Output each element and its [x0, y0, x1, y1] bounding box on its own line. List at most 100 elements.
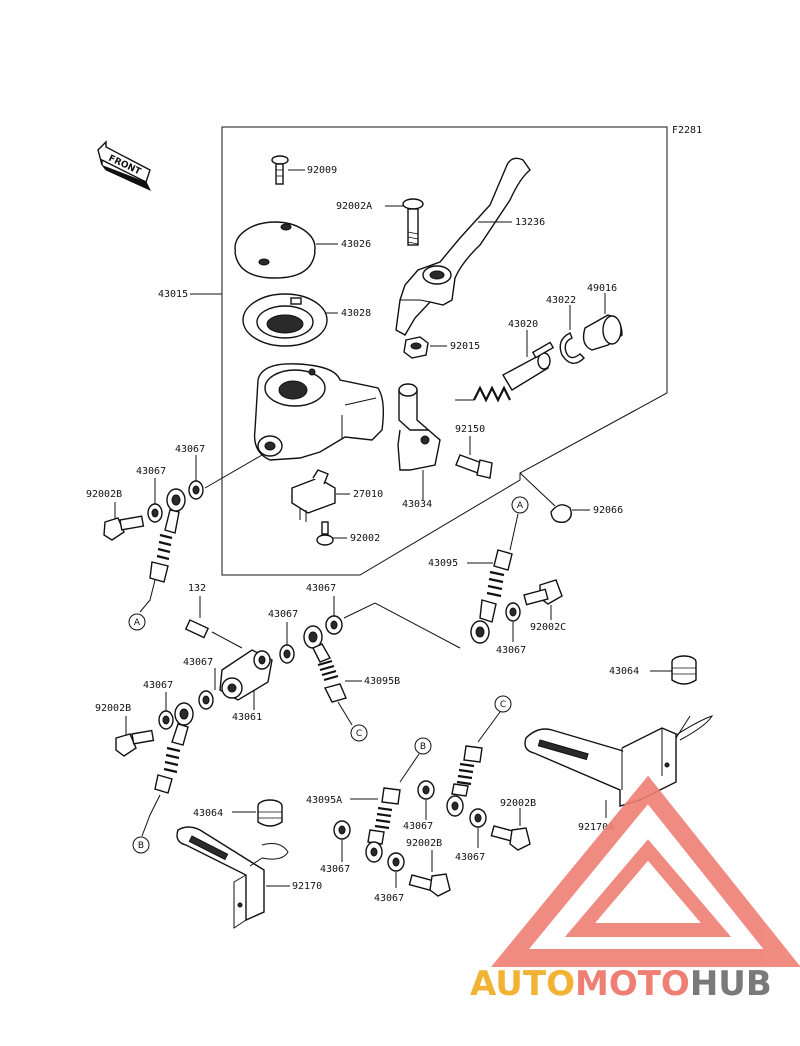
- screw-92009: [271, 155, 305, 185]
- grommet-43064-a: [671, 655, 697, 685]
- svg-text:C: C: [500, 700, 506, 710]
- washer-43067-b: [147, 503, 163, 523]
- brake-hose-43095B: [303, 625, 362, 726]
- label-92002B-c: 92002B: [406, 838, 442, 849]
- washer-43067-e: [279, 644, 295, 664]
- label-43034: 43034: [402, 499, 432, 510]
- callout-b-left: B: [132, 836, 150, 854]
- label-43067-k: 43067: [455, 852, 485, 863]
- washer-43067-i: [333, 820, 351, 840]
- label-49016: 49016: [587, 283, 617, 294]
- label-92002C: 92002C: [530, 622, 566, 633]
- banjo-bolt-92002B-d: [490, 825, 531, 851]
- brake-hose-43095A: [365, 753, 420, 863]
- label-92002: 92002: [350, 533, 380, 544]
- banjo-bolt-92002B-c: [408, 873, 451, 897]
- washer-43067-c: [325, 615, 343, 635]
- svg-text:B: B: [138, 841, 144, 851]
- label-43067-i: 43067: [320, 864, 350, 875]
- label-43026: 43026: [341, 239, 371, 250]
- circlip-43022: [559, 305, 585, 364]
- washer-43067-g: [158, 710, 174, 730]
- label-43064-b: 43064: [193, 808, 223, 819]
- label-92009: 92009: [307, 165, 337, 176]
- cap-92066: [519, 472, 590, 523]
- label-43020: 43020: [508, 319, 538, 330]
- label-43067-e: 43067: [268, 609, 298, 620]
- watermark-text: AUTOMOTOHUB: [470, 964, 772, 1004]
- label-43067-f: 43067: [183, 657, 213, 668]
- callout-a-left: A: [128, 613, 146, 631]
- callout-c-left: C: [350, 724, 368, 742]
- watermark-logo: [490, 775, 800, 967]
- label-43095A: 43095A: [306, 795, 342, 806]
- banjo-bolt-92002C: [523, 579, 563, 606]
- label-92002B-b: 92002B: [95, 703, 131, 714]
- label-92150: 92150: [455, 424, 485, 435]
- banjo-bolt-92002B-a: [103, 515, 145, 541]
- label-43015: 43015: [158, 289, 188, 300]
- label-92002B-d: 92002B: [500, 798, 536, 809]
- label-132: 132: [188, 583, 206, 594]
- svg-text:B: B: [420, 742, 426, 752]
- washer-43067-a: [188, 480, 204, 500]
- nut-92015: [403, 336, 447, 359]
- svg-text:A: A: [134, 618, 141, 628]
- label-92015: 92015: [450, 341, 480, 352]
- washer-43067-h: [417, 780, 435, 800]
- label-43067-b: 43067: [136, 466, 166, 477]
- washer-43067-k: [469, 808, 487, 828]
- label-92170: 92170: [292, 881, 322, 892]
- label-92170A: 92170A: [578, 822, 614, 833]
- label-43095: 43095: [428, 558, 458, 569]
- label-43067-h: 43067: [403, 821, 433, 832]
- holder-clamp-43034: [397, 383, 441, 500]
- grommet-43064-b: [257, 799, 283, 827]
- brake-lever-13236: [395, 157, 531, 336]
- assembly-43015-outline: [221, 126, 668, 576]
- label-43022: 43022: [546, 295, 576, 306]
- bracket-92170: [176, 826, 290, 929]
- label-43067-c: 43067: [306, 583, 336, 594]
- piston-kit-43020: [455, 330, 555, 403]
- label-92066: 92066: [593, 505, 623, 516]
- svg-text:C: C: [356, 729, 362, 739]
- brake-hose-43095-upper-end: [139, 488, 186, 613]
- label-27010: 27010: [353, 489, 383, 500]
- label-43028: 43028: [341, 308, 371, 319]
- washer-43067-j: [387, 852, 405, 872]
- callout-a-right: A: [511, 496, 529, 514]
- three-way-joint-43061: [219, 649, 273, 710]
- label-43067-d: 43067: [496, 645, 526, 656]
- washer-43067-d: [505, 602, 521, 622]
- label-43095B: 43095B: [364, 676, 400, 687]
- banjo-bolt-92002B-b: [115, 729, 155, 757]
- label-43067-j: 43067: [374, 893, 404, 904]
- label-92002B-a: 92002B: [86, 489, 122, 500]
- callout-b-middle: B: [414, 737, 432, 755]
- front-arrow-icon: FRONT: [97, 140, 152, 192]
- reservoir-cap-43026: [234, 221, 338, 279]
- label-13236: 13236: [515, 217, 545, 228]
- brake-switch-27010: [291, 469, 350, 522]
- svg-text:A: A: [517, 501, 524, 511]
- brake-hose-middle-right: [446, 711, 501, 817]
- washer-43067-f: [198, 690, 214, 710]
- clamp-bolt-92150: [455, 436, 493, 479]
- label-92002A: 92002A: [336, 201, 372, 212]
- master-cylinder-body: [204, 363, 385, 489]
- label-43067-a: 43067: [175, 444, 205, 455]
- label-43061: 43061: [232, 712, 262, 723]
- brake-hose-43095: [470, 513, 519, 644]
- brake-hose-lower-left: [141, 702, 194, 837]
- diaphragm-43028: [242, 293, 338, 347]
- callout-c-right: C: [494, 695, 512, 713]
- bracket-92170A: [524, 715, 714, 818]
- bleeder-132: [184, 619, 243, 649]
- figure-code: F2281: [672, 125, 702, 136]
- label-43067-g: 43067: [143, 680, 173, 691]
- screw-92002: [316, 521, 347, 546]
- dust-boot-49016: [582, 293, 623, 351]
- pivot-bolt-92002A: [385, 198, 424, 246]
